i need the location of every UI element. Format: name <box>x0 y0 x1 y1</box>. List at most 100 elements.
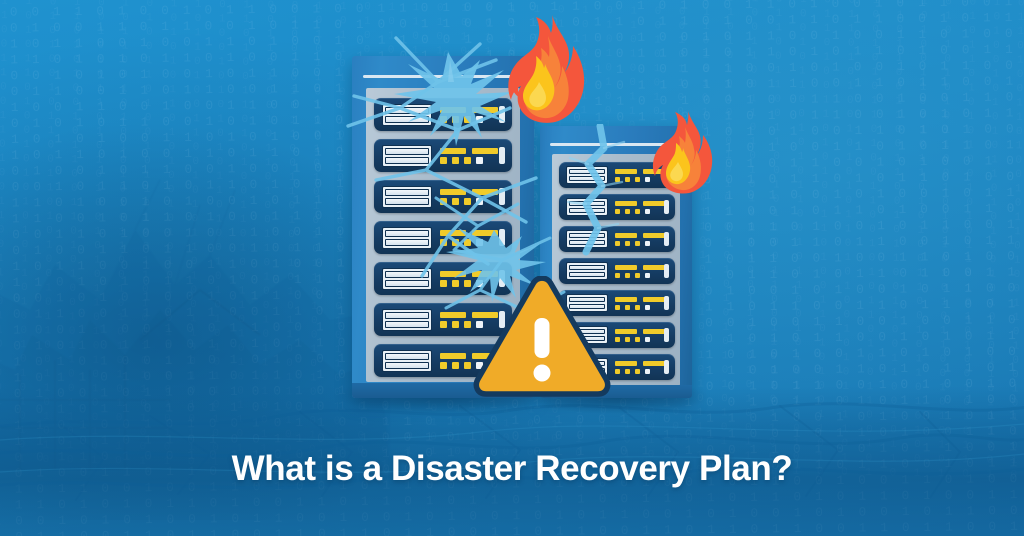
server-led <box>635 304 640 310</box>
server-led-row <box>440 238 498 246</box>
server-led <box>476 361 483 369</box>
server-led <box>635 272 640 278</box>
server-status-bar <box>472 229 498 236</box>
server-status-bar <box>615 328 637 334</box>
server-led <box>645 272 650 278</box>
server-drive-bay <box>566 198 608 216</box>
server-led <box>464 279 471 287</box>
server-status-bar <box>615 232 637 238</box>
server-indicator-group <box>440 147 498 164</box>
server-led <box>476 115 483 123</box>
server-led <box>615 336 620 342</box>
server-status-bar <box>440 229 466 236</box>
server-led <box>440 361 447 369</box>
server-led <box>476 197 483 205</box>
server-led <box>440 197 447 205</box>
server-led <box>615 304 620 310</box>
server-led <box>452 156 459 164</box>
server-led <box>625 208 630 214</box>
server-led <box>464 197 471 205</box>
server-drive-slot <box>385 270 429 278</box>
server-indicator-group <box>615 328 665 342</box>
server-led <box>635 336 640 342</box>
server-led <box>440 156 447 164</box>
page-title: What is a Disaster Recovery Plan? <box>231 449 793 488</box>
server-drive-bay <box>566 230 608 248</box>
server-led <box>452 115 459 123</box>
server-led <box>452 197 459 205</box>
server-led <box>440 115 447 123</box>
server-led <box>452 238 459 246</box>
server-indicator-group <box>615 232 665 246</box>
server-led <box>476 156 483 164</box>
server-led <box>464 156 471 164</box>
server-drive-slot <box>385 279 429 287</box>
server-drive-slot <box>385 311 429 319</box>
server-drive-bay <box>566 262 608 280</box>
server-status-bar <box>643 200 665 206</box>
server-led-row <box>615 240 665 246</box>
server-status-bar <box>472 106 498 113</box>
server-drive-slot <box>569 272 605 277</box>
server-unit <box>559 290 675 316</box>
server-bar-row <box>615 264 665 270</box>
server-led-row <box>615 304 665 310</box>
server-led <box>625 176 630 182</box>
server-drive-slot <box>385 229 429 237</box>
server-side-indicator <box>664 360 669 374</box>
server-bar-row <box>615 296 665 302</box>
server-led <box>452 320 459 328</box>
server-unit <box>374 221 512 254</box>
server-drive-bay <box>382 185 432 208</box>
server-bar-row <box>440 352 498 359</box>
server-drive-bay <box>382 144 432 167</box>
server-indicator-group <box>440 106 498 123</box>
server-status-bar <box>615 200 637 206</box>
server-unit <box>374 180 512 213</box>
server-status-bar <box>440 106 466 113</box>
server-led <box>464 238 471 246</box>
server-drive-bay <box>382 226 432 249</box>
server-led <box>635 368 640 374</box>
server-status-bar <box>643 360 665 366</box>
server-led <box>464 320 471 328</box>
server-bar-row <box>440 106 498 113</box>
server-led <box>464 115 471 123</box>
ground-cracks-icon <box>0 402 1024 501</box>
server-status-bar <box>615 360 637 366</box>
server-drive-bay <box>382 267 432 290</box>
server-status-bar <box>472 188 498 195</box>
fire-flame-icon-secondary <box>652 111 713 194</box>
server-led <box>645 336 650 342</box>
server-indicator-group <box>440 188 498 205</box>
server-led <box>625 336 630 342</box>
server-drive-slot <box>385 156 429 164</box>
server-unit <box>374 139 512 172</box>
server-status-bar <box>440 270 466 277</box>
server-side-indicator <box>499 229 505 246</box>
server-led-row <box>615 336 665 342</box>
server-drive-slot <box>385 197 429 205</box>
server-drive-slot <box>569 208 605 213</box>
server-led <box>615 272 620 278</box>
server-indicator-group <box>615 360 665 374</box>
server-led <box>645 304 650 310</box>
server-led <box>440 320 447 328</box>
server-led-row <box>440 361 498 369</box>
server-bar-row <box>440 229 498 236</box>
server-led <box>440 238 447 246</box>
server-status-bar <box>440 311 466 318</box>
server-status-bar <box>643 232 665 238</box>
server-status-bar <box>643 264 665 270</box>
server-drive-slot <box>385 361 429 369</box>
server-unit <box>559 258 675 284</box>
server-drive-slot <box>385 106 429 114</box>
server-indicator-group <box>440 229 498 246</box>
server-indicator-group <box>615 296 665 310</box>
server-led <box>452 361 459 369</box>
server-status-bar <box>643 328 665 334</box>
server-drive-slot <box>385 115 429 123</box>
server-side-indicator <box>664 232 669 246</box>
server-led <box>464 361 471 369</box>
